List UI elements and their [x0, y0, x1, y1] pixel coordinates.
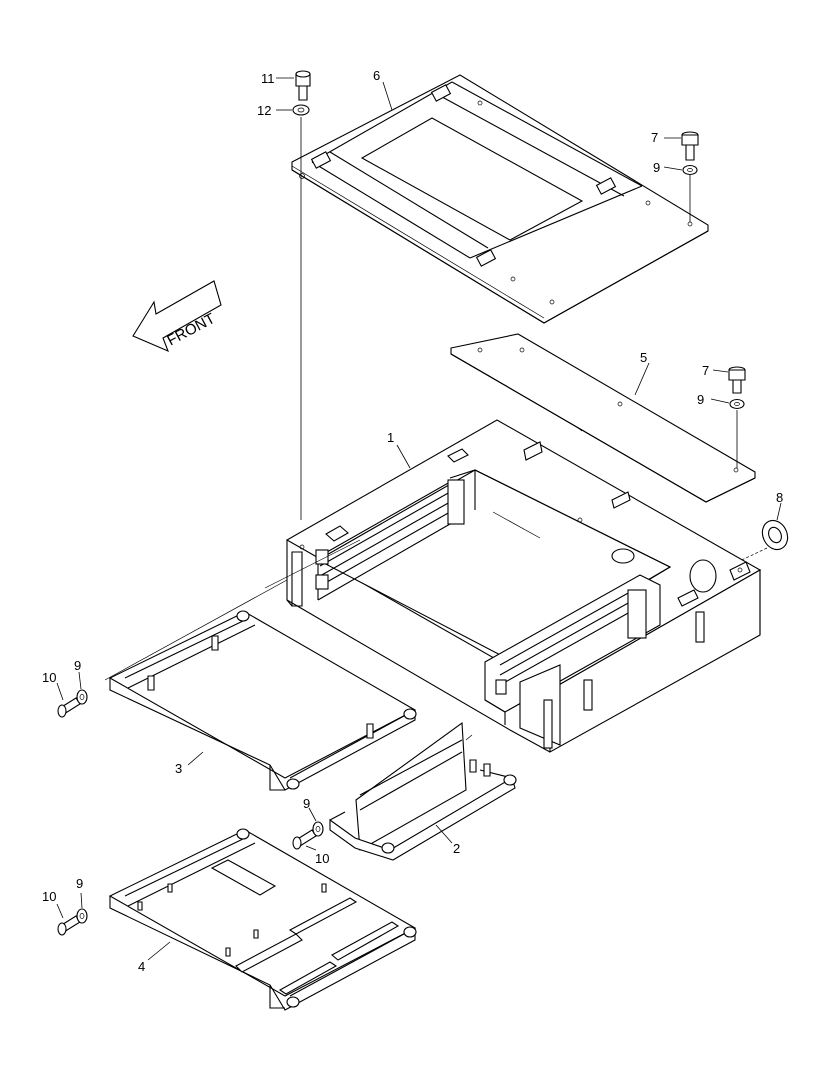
- washer-12: [292, 104, 310, 116]
- callout-12: 12: [257, 103, 271, 118]
- bolt-7-lower: [728, 366, 746, 394]
- part-4-bottom-tray: [108, 828, 417, 1011]
- callout-7a: 7: [651, 130, 658, 145]
- washer-9-tray-3: [76, 689, 88, 705]
- callout-numbers: 11 12 6 7 9 5 7 9 8 1 10 9 3 9 10 2 10 9…: [42, 68, 783, 974]
- callout-10b: 10: [315, 851, 329, 866]
- callout-leaders: [56, 77, 782, 961]
- washer-9-right: [729, 398, 745, 410]
- callout-10a: 10: [42, 670, 56, 685]
- callout-8: 8: [776, 490, 783, 505]
- washer-9-bracket-2: [312, 821, 324, 837]
- bolt-10-bracket-2: [292, 829, 317, 850]
- callout-6: 6: [373, 68, 380, 83]
- part-6-top-cover: [291, 74, 709, 324]
- callout-1: 1: [387, 430, 394, 445]
- washer-9-tray-4: [76, 908, 88, 924]
- callout-3: 3: [175, 761, 182, 776]
- bolt-10-tray-4: [57, 915, 81, 936]
- part-1-main-frame: [285, 419, 762, 753]
- callout-9b: 9: [697, 392, 704, 407]
- grommet-8: [761, 519, 789, 551]
- callout-9d: 9: [303, 796, 310, 811]
- callout-9a: 9: [653, 160, 660, 175]
- callout-10c: 10: [42, 889, 56, 904]
- callout-11: 11: [261, 71, 275, 86]
- part-3-left-tray: [104, 539, 417, 791]
- callout-7b: 7: [702, 363, 709, 378]
- bolt-7-upper: [681, 131, 699, 161]
- front-direction-arrow: FRONT: [132, 280, 222, 353]
- callout-9c: 9: [74, 658, 81, 673]
- bolt-10-tray-3: [57, 697, 81, 718]
- bolt-11: [295, 70, 311, 101]
- callout-4: 4: [138, 959, 145, 974]
- callout-2: 2: [453, 841, 460, 856]
- callout-9e: 9: [76, 876, 83, 891]
- part-5-side-plate: [450, 333, 756, 503]
- callout-5: 5: [640, 350, 647, 365]
- part-2-support-bracket: [329, 721, 517, 861]
- washer-9-upper: [682, 164, 698, 176]
